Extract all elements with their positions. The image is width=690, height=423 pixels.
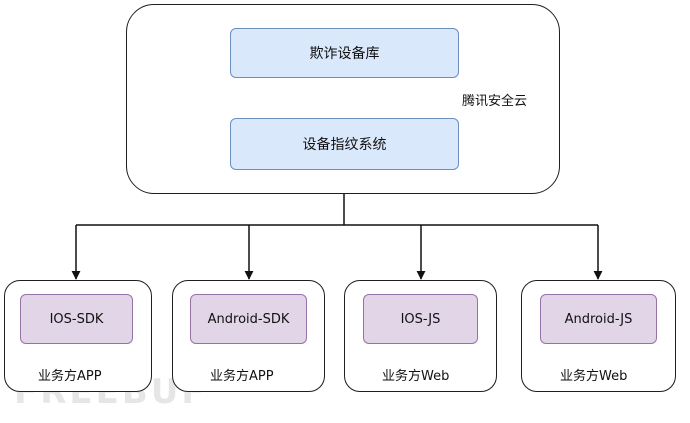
module-ios-sdk: IOS-SDK <box>20 294 133 344</box>
caption-android-js: 业务方Web <box>560 369 628 384</box>
fraud-device-db: 欺诈设备库 <box>230 28 459 78</box>
caption-android-sdk: 业务方APP <box>210 369 274 384</box>
module-android-js: Android-JS <box>540 294 657 344</box>
caption-ios-sdk: 业务方APP <box>38 369 102 384</box>
device-fingerprint-system: 设备指纹系统 <box>230 118 459 170</box>
tencent-cloud-label: 腾讯安全云 <box>462 94 528 109</box>
module-android-sdk: Android-SDK <box>190 294 307 344</box>
module-ios-js: IOS-JS <box>363 294 478 344</box>
caption-ios-js: 业务方Web <box>382 369 450 384</box>
